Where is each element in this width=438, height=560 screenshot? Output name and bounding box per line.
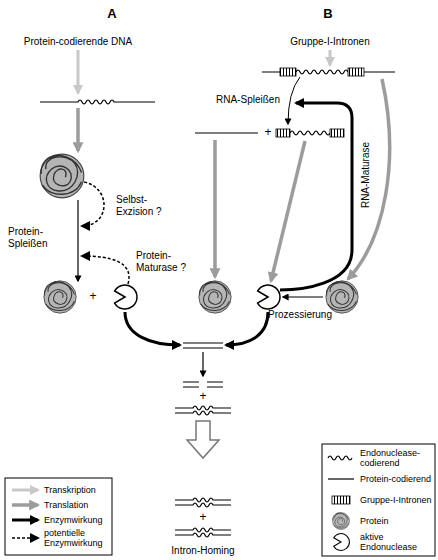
legend-sample	[334, 534, 350, 551]
potential-action-arrow	[82, 182, 104, 226]
translation-arrow	[348, 79, 390, 279]
legend-sample	[332, 512, 349, 529]
panel-letter: A	[107, 7, 116, 22]
intron-dna	[175, 528, 231, 537]
process-label: Selbst-Exzision ?	[116, 194, 174, 217]
legend-sample	[12, 503, 38, 507]
translation-arrow	[213, 140, 217, 277]
legend-text: Translation	[44, 500, 110, 510]
process-label: Protein-Spleißen	[8, 226, 66, 249]
intron-box	[330, 129, 344, 137]
intron-box	[348, 68, 364, 76]
target-dna	[183, 343, 223, 348]
intron-box	[280, 68, 296, 76]
spliced-mrna	[195, 132, 258, 133]
enzyme-arrow	[226, 312, 268, 345]
legend-sample	[12, 489, 38, 492]
legend-box	[322, 444, 435, 556]
legend-text: potentielle Enzymwirkung	[44, 528, 110, 548]
legend-text: Enzymwirkung	[44, 515, 110, 525]
legend-sample	[12, 537, 38, 539]
active-endonuclease	[115, 285, 137, 309]
dna-gene	[40, 100, 155, 104]
mature-protein	[199, 281, 231, 313]
plus-sign: +	[264, 126, 271, 140]
legend-text: Protein	[360, 516, 433, 526]
plus-sign: +	[89, 290, 96, 304]
potential-action-arrow	[82, 256, 129, 284]
homing-arrow	[187, 421, 219, 458]
enzyme-arrow	[125, 312, 180, 345]
process-label: Prozessierung	[268, 309, 332, 321]
legend-text: Transkription	[44, 485, 110, 495]
legend-sample	[328, 478, 354, 479]
splicing-arrow	[77, 200, 78, 281]
plus-sign: +	[199, 390, 206, 404]
precursor-protein	[40, 154, 84, 198]
process-label: RNA-Spleißen	[216, 94, 280, 106]
legend-sample	[328, 456, 352, 460]
panel-letter: B	[323, 7, 332, 22]
legend-sample	[12, 519, 38, 522]
legend-text: aktive Endonuclease	[360, 532, 433, 552]
translation-arrow	[76, 108, 80, 151]
maturase-arrow	[280, 103, 352, 290]
process-label: Protein-Maturase ?	[136, 250, 200, 273]
result-label: Intron-Homing	[171, 545, 234, 557]
legend-text: Gruppe-I-Intronen	[360, 495, 433, 505]
legend-text: Protein-codierend	[360, 474, 433, 484]
intron-box	[276, 129, 290, 137]
source-label: Protein-codierende DNA	[24, 36, 132, 48]
cut-arrow	[202, 352, 203, 376]
excised-intron	[290, 131, 330, 135]
translation-arrow	[271, 141, 305, 281]
source-label: Gruppe-I-Intronen	[290, 36, 370, 48]
process-label: RNA-Maturase	[360, 142, 372, 208]
plus-sign: +	[199, 511, 206, 525]
intron-dna	[175, 406, 231, 415]
legend-box	[5, 478, 112, 555]
transcription-arrow	[329, 50, 332, 65]
legend-text: Endonuclease-codierend	[360, 448, 433, 468]
transcription-arrow	[77, 50, 80, 93]
intron-protein	[326, 281, 358, 313]
legend-sample	[332, 496, 350, 504]
intron-dna	[175, 498, 231, 507]
active-endonuclease	[258, 285, 280, 309]
cut-dna	[183, 382, 223, 387]
mature-protein	[44, 281, 76, 313]
processing-arrow	[283, 296, 323, 297]
rna-splicing-arrow	[288, 77, 300, 124]
